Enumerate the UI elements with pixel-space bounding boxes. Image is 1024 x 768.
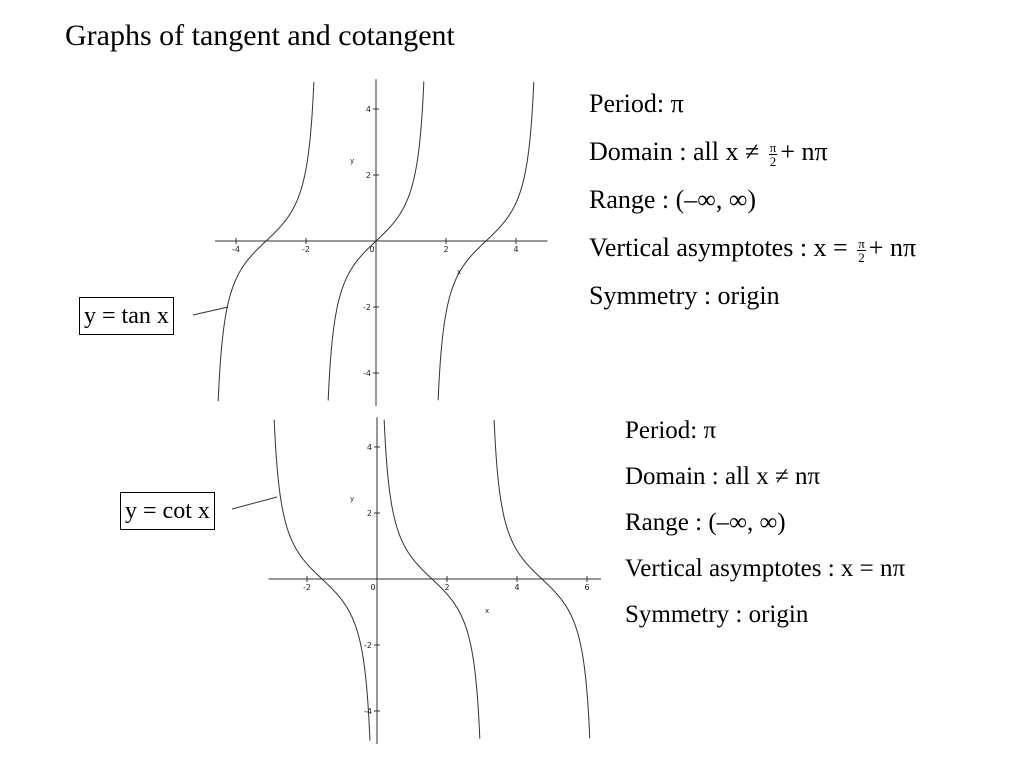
- cot-properties: Period: π Domain : all x ≠ nπ Range : (–…: [625, 408, 905, 638]
- tan-asym-suffix: + nπ: [868, 233, 917, 262]
- cot-function-label: y = cot x: [120, 492, 215, 530]
- cot-label-leader: [231, 496, 278, 510]
- cot-curve-branch: [273, 419, 371, 741]
- cot-domain: Domain : all x ≠ nπ: [625, 463, 821, 490]
- cot-range: Range : (–∞, ∞): [625, 509, 786, 536]
- cot-curve-branch: [493, 419, 591, 739]
- tan-domain-denominator: 2: [769, 153, 777, 169]
- cot-symmetry: Symmetry : origin: [625, 601, 809, 628]
- page-title: Graphs of tangent and cotangent: [65, 19, 455, 52]
- cot-asymptotes: Vertical asymptotes : x = nπ: [625, 555, 906, 582]
- tan-y-axis-label: y: [350, 157, 354, 165]
- cot-y-tick-label: 4: [367, 443, 372, 452]
- cot-x-tick-label: 0: [370, 583, 375, 592]
- cot-y-axis-label: y: [350, 495, 354, 503]
- tan-curve-branch: [217, 81, 315, 402]
- cot-x-tick-label: 2: [444, 583, 449, 592]
- tan-y-tick-label: 2: [366, 171, 371, 180]
- tan-x-tick-label: 2: [443, 245, 448, 254]
- tan-asym-prefix: Vertical asymptotes : x =: [589, 233, 855, 262]
- tan-y-tick-label: -4: [363, 369, 371, 378]
- cot-x-tick-label: -2: [303, 583, 311, 592]
- tan-domain-numerator: π: [768, 139, 778, 155]
- tan-period: Period: π: [589, 89, 684, 118]
- tan-x-tick-label: -2: [302, 245, 310, 254]
- tan-label-leader: [192, 306, 229, 316]
- cot-y-tick-label: -2: [364, 641, 372, 650]
- cot-x-axis-label: x: [485, 607, 489, 615]
- tan-y-tick-label: -2: [363, 303, 371, 312]
- tan-asym-denominator: 2: [858, 249, 865, 265]
- tan-domain-prefix: Domain : all x ≠: [589, 137, 766, 166]
- tan-x-tick-label: 4: [513, 245, 518, 254]
- cot-x-tick-label: 4: [514, 583, 519, 592]
- tan-asym-numerator: π: [857, 235, 866, 251]
- tan-curve-branch: [437, 81, 535, 401]
- tan-x-tick-label: 0: [369, 245, 374, 254]
- cot-period: Period: π: [625, 417, 717, 444]
- tan-function-label: y = tan x: [79, 297, 174, 335]
- tan-domain-suffix: + nπ: [780, 137, 828, 166]
- tan-x-tick-label: -4: [232, 245, 240, 254]
- tan-range: Range : (–∞, ∞): [589, 185, 757, 214]
- tan-symmetry: Symmetry : origin: [589, 281, 780, 310]
- cot-x-tick-label: 6: [584, 583, 589, 592]
- tan-curve-branch: [327, 81, 425, 401]
- cot-curve-branch: [383, 419, 481, 739]
- cot-y-tick-label: 2: [367, 509, 372, 518]
- tan-y-tick-label: 4: [366, 105, 371, 114]
